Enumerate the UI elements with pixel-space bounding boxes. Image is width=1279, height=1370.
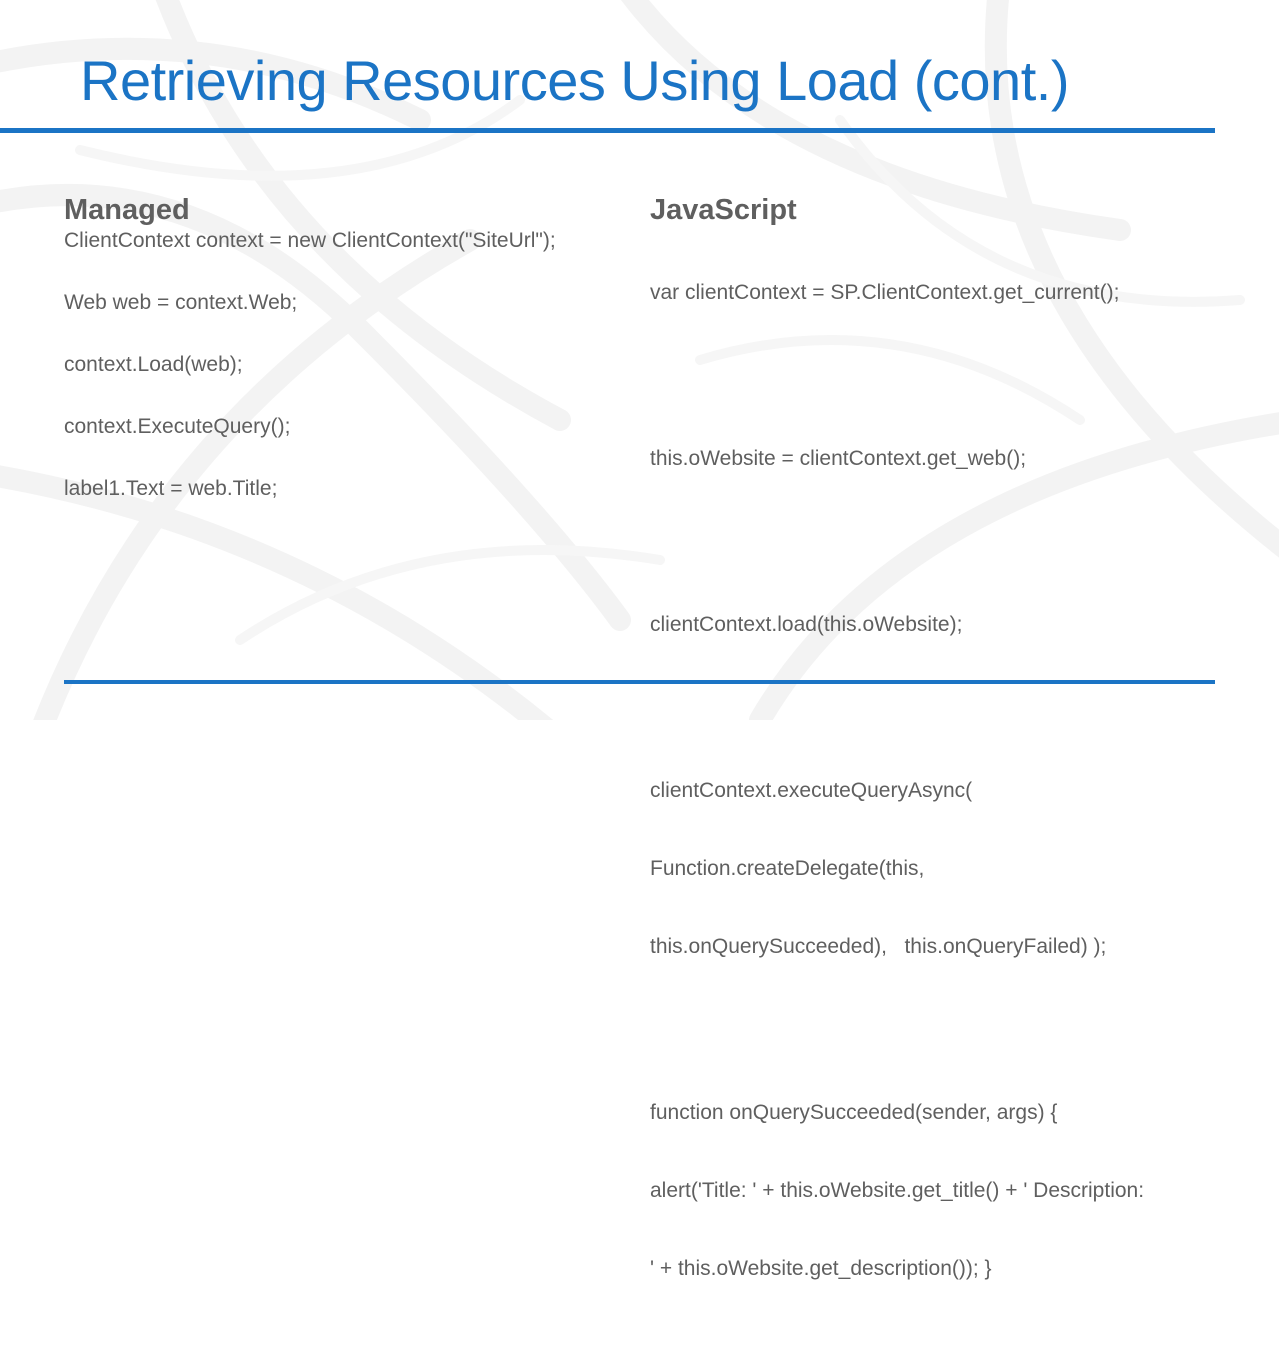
managed-code-line: context.Load(web); xyxy=(64,353,243,376)
code-text: ' + this.oWebsite.get_description()); } xyxy=(650,1257,992,1280)
javascript-code-line: clientContext.load(this.oWebsite); xyxy=(650,560,1220,690)
managed-code-list: ClientContext context = new ClientContex… xyxy=(64,228,634,502)
code-text: clientContext.load(this.oWebsite); xyxy=(650,613,963,636)
footer-divider xyxy=(64,680,1215,684)
code-text: function onQuerySucceeded(sender, args) … xyxy=(650,1101,1058,1124)
managed-column: Managed ClientContext context = new Clie… xyxy=(64,192,634,538)
code-text: clientContext.executeQueryAsync( xyxy=(650,779,973,802)
javascript-code-line: this.oWebsite = clientContext.get_web(); xyxy=(650,394,1220,524)
managed-code-line: Web web = context.Web; xyxy=(64,291,298,314)
javascript-column: JavaScript var clientContext = SP.Client… xyxy=(650,192,1220,1370)
javascript-heading: JavaScript xyxy=(650,194,797,226)
javascript-code-line: clientContext.executeQueryAsync( Functio… xyxy=(650,726,1220,1012)
javascript-code-line: function onQuerySucceeded(sender, args) … xyxy=(650,1048,1220,1334)
managed-code-line: label1.Text = web.Title; xyxy=(64,477,278,500)
background-art xyxy=(0,0,1279,720)
slide-title: Retrieving Resources Using Load (cont.) xyxy=(80,49,1069,112)
javascript-code-line: var clientContext = SP.ClientContext.get… xyxy=(650,228,1220,358)
managed-code-line: context.ExecuteQuery(); xyxy=(64,415,291,438)
managed-code-line: ClientContext context = new ClientContex… xyxy=(64,229,556,252)
code-text: Function.createDelegate(this, xyxy=(650,857,925,880)
code-text: var clientContext = SP.ClientContext.get… xyxy=(650,281,1120,304)
code-text: this.oWebsite = clientContext.get_web(); xyxy=(650,447,1027,470)
managed-heading: Managed xyxy=(64,194,190,226)
title-divider xyxy=(0,128,1215,133)
code-text: this.onQuerySucceeded), this.onQueryFail… xyxy=(650,935,1107,958)
javascript-code-list: var clientContext = SP.ClientContext.get… xyxy=(650,228,1220,1334)
code-text: alert('Title: ' + this.oWebsite.get_titl… xyxy=(650,1179,1145,1202)
